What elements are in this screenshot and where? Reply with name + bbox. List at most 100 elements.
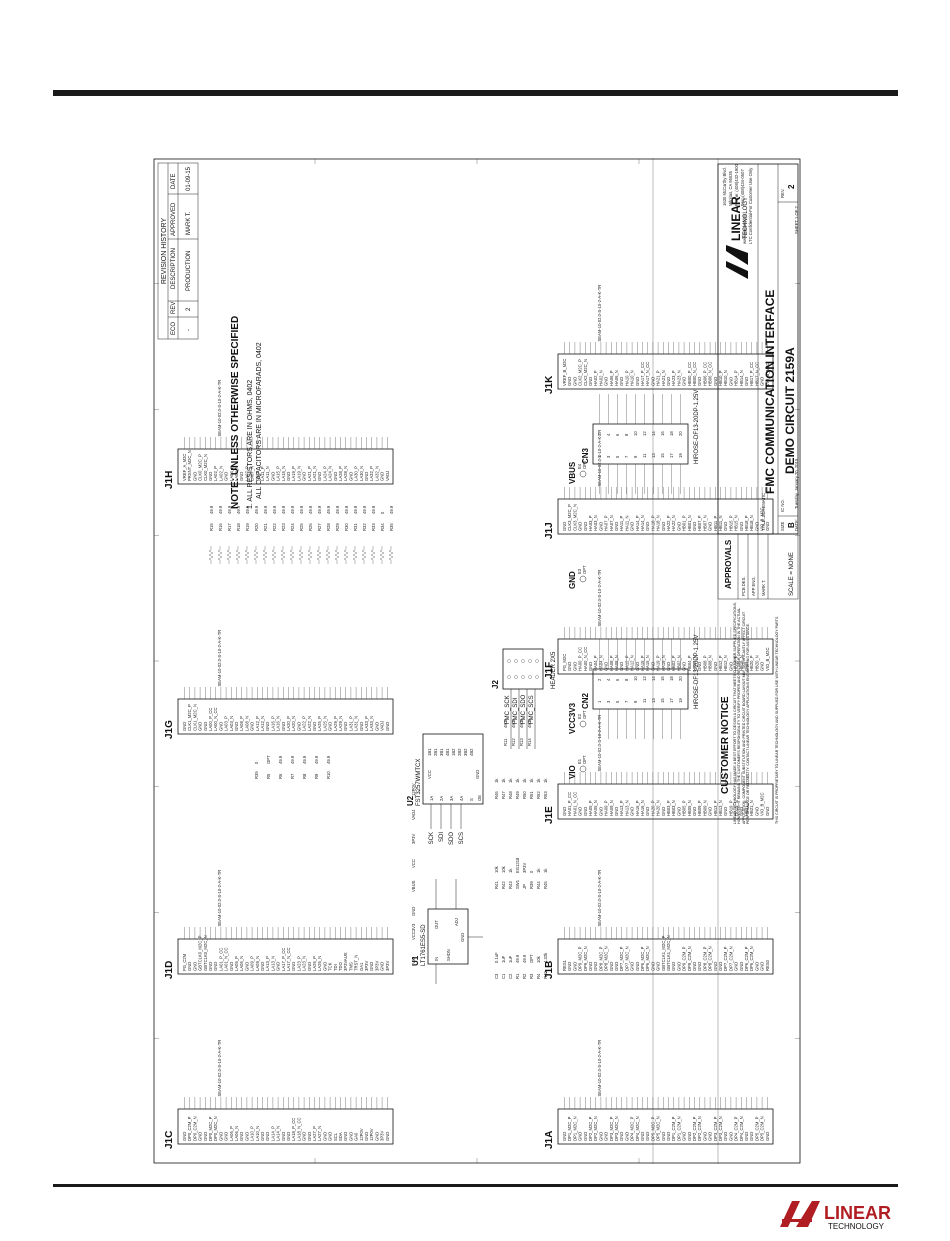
connector-pin: GND — [697, 662, 702, 671]
connector-pin: GND — [578, 522, 583, 531]
connector-pin: DP9_C2M_N — [687, 946, 692, 971]
part-ref: R53 — [543, 791, 548, 799]
connector-pin: GND — [374, 722, 379, 731]
connector-pin: GND — [708, 522, 713, 531]
connector-pin: HB06_P_CC — [702, 362, 707, 386]
header-pin: 9 — [633, 455, 638, 458]
part-ref: R42 — [501, 881, 506, 889]
connector-pin: GND — [562, 522, 567, 531]
connector-pin: HA10_P — [624, 370, 629, 386]
connector-pin: LA10_P — [250, 1126, 255, 1141]
connector-pin: LA26_P — [312, 956, 317, 971]
connector-pin: GND — [192, 472, 197, 481]
connector-pin: GND — [213, 962, 218, 971]
resistor-value: 49.9 — [308, 505, 313, 514]
connector-pin: 3P3V — [385, 961, 390, 971]
header-pin: 15 — [660, 453, 665, 458]
connector-pin: GBTCLK0_M2C_N — [203, 935, 208, 971]
header-pin: 11 — [642, 698, 647, 703]
connector-pin: DP9_C2M_P — [682, 946, 687, 971]
connector-pin: DP7_C2M_N — [728, 946, 733, 971]
resistor-ref: R18 — [236, 523, 241, 531]
connector-pin: GND — [588, 962, 593, 971]
svg-text:4A: 4A — [459, 796, 464, 801]
connector-pin: GND — [630, 807, 635, 816]
resistor-value: 49.9 — [371, 505, 376, 514]
resistor-value: 49.9 — [278, 755, 283, 764]
connector-pin: HA01_N_CC — [572, 792, 577, 816]
title-block-date-row: DATE: Tuesday, January 20, 2015 SHEET 1 … — [794, 205, 799, 531]
connector-pin: LA30_P — [354, 466, 359, 481]
resistor-value: 0 — [254, 761, 259, 764]
connector-pin: HA22_P — [666, 515, 671, 531]
resistor-value: 49.9 — [314, 755, 319, 764]
connector-pin: GND — [723, 1132, 728, 1141]
resistor-value: 49.9 — [527, 719, 532, 728]
connector-pin: DP6_C2M_N — [749, 946, 754, 971]
resistor-ref: R14 — [527, 738, 532, 746]
connector-pin: HA03_N — [593, 515, 598, 531]
test-point-ref: E3 — [577, 568, 582, 574]
connector-pin: HA14_N — [640, 515, 645, 531]
part-value: OPT — [529, 954, 534, 963]
part-ref: R47 — [501, 791, 506, 799]
connector-pin: GND — [661, 522, 666, 531]
header-pin: 19 — [678, 698, 683, 703]
connector-pin: DP8_C2M_N — [708, 946, 713, 971]
test-point-ref: E1 — [577, 758, 582, 764]
connector-pin: GND — [692, 807, 697, 816]
connector-pin: GND — [281, 722, 286, 731]
header-pin: 3 — [606, 455, 611, 458]
connector-pin: HA10_N — [630, 370, 635, 386]
revision-history-title: REVISION HISTORY — [161, 218, 168, 285]
resistor-ref: R12 — [511, 738, 516, 746]
test-point-note: OPT — [582, 460, 587, 469]
u2-net-label: SDI — [439, 832, 445, 842]
resistor-ref: R22 — [272, 523, 277, 531]
connector-pin: CLK0_M2C_P — [198, 454, 203, 481]
connector-pin: GND — [203, 1132, 208, 1141]
connector-pin: GND — [708, 807, 713, 816]
connector-pin: HA11_P — [619, 516, 624, 531]
svg-text:4B2: 4B2 — [469, 748, 474, 756]
connector-pin: HA21_P — [656, 370, 661, 386]
linear-logo-small: LINEAR TECHNOLOGY — [726, 196, 749, 279]
resistor-ref: R35 — [254, 771, 259, 779]
header-pin: 10 — [633, 676, 638, 681]
connector-pin: LA02_N — [218, 466, 223, 481]
connector-pin: HB13_P — [713, 800, 718, 816]
connector-pin: HB19_P — [728, 800, 733, 816]
u1-ref: U1 — [411, 955, 420, 966]
connector-pin: LA24_P — [322, 466, 327, 481]
connector-pin: LA21_P — [307, 466, 312, 481]
connector-pin: GND — [666, 1132, 671, 1141]
notes-line2: ALL CAPACITORS ARE IN MICROFARADS, 0402 — [256, 342, 263, 499]
connector-pin: LA21_N — [312, 466, 317, 481]
connector-pin: LA27_N — [317, 1126, 322, 1141]
header-pin: 20 — [678, 431, 683, 436]
connector-pin: HA00_P_CC — [578, 647, 583, 671]
approvals-title: APPROVALS — [724, 539, 733, 589]
notes: NOTE: UNLESS OTHERWISE SPECIFIED 1. ALL … — [230, 316, 263, 509]
resistor-value: 49.9 — [227, 505, 232, 514]
resistor-value: 49.9 — [335, 505, 340, 514]
svg-text:OUT: OUT — [434, 920, 439, 929]
connector-pin: SCL — [333, 1132, 338, 1141]
connector-pin: GND — [203, 722, 208, 731]
connector-pin: GND — [583, 1132, 588, 1141]
connector-pin: GND — [374, 1132, 379, 1141]
connector-pin: LA18_N_CC — [296, 1117, 301, 1141]
customer-notice: CUSTOMER NOTICE LINEAR TECHNOLOGY HAS MA… — [720, 602, 779, 824]
connector-pin: HB21_N — [749, 800, 754, 816]
svg-text:2B1: 2B1 — [433, 748, 438, 756]
connector-pin: GND — [619, 1132, 624, 1141]
connector-pin: HA15_N — [645, 655, 650, 671]
part-ref: R41 — [494, 881, 499, 889]
connector-pin: LA20_P — [286, 716, 291, 731]
connector-pin: GND — [666, 662, 671, 671]
connector-pin: GND — [380, 962, 385, 971]
connector-pin: HA13_N — [624, 800, 629, 816]
connector-pin: LA12_P — [255, 716, 260, 731]
connector-pin: DP0_M2C_P — [208, 1116, 213, 1141]
